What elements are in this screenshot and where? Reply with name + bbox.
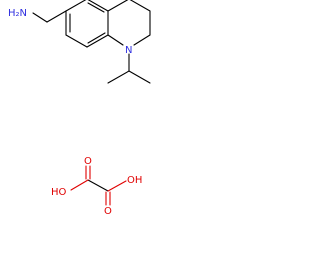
bond-ring-c3 xyxy=(129,0,151,12)
bond-aromatic-2 xyxy=(65,34,88,48)
amine-molecule: H₂N N xyxy=(8,0,151,84)
bond-c-oh-left xyxy=(70,179,89,191)
bond-ch-me-left xyxy=(107,70,130,84)
carbonyl-oxygen-left: O xyxy=(84,156,92,167)
bond-aromatic-3 xyxy=(86,34,109,48)
bond-c-oh-right xyxy=(107,180,127,192)
bond-ring-c4 xyxy=(107,0,129,12)
structure-canvas: H₂N N O O HO OH xyxy=(8,0,151,217)
hydroxyl-right-label: OH xyxy=(127,175,142,186)
bond-ring-n-c8a xyxy=(107,34,124,46)
chemical-structure: H₂N N O O HO OH xyxy=(8,0,151,217)
bond-ch2-ring xyxy=(46,10,67,23)
bond-aromatic-5 xyxy=(87,0,109,12)
bond-aromatic-5-inner xyxy=(87,2,105,13)
bond-n-ch2 xyxy=(32,12,48,23)
bond-aromatic-6 xyxy=(65,0,87,12)
oxalic-acid: O O HO OH xyxy=(51,156,142,217)
bond-ch-me-right xyxy=(128,70,151,84)
carbonyl-oxygen-right: O xyxy=(104,206,112,217)
bond-ring-c2-n xyxy=(133,34,151,46)
ring-nitrogen-label: N xyxy=(125,45,132,56)
hydroxyl-left-label: HO xyxy=(51,187,67,198)
bond-c-c xyxy=(87,179,109,192)
amine-label: H₂N xyxy=(8,8,27,19)
bond-aromatic-3-inner xyxy=(87,32,106,44)
